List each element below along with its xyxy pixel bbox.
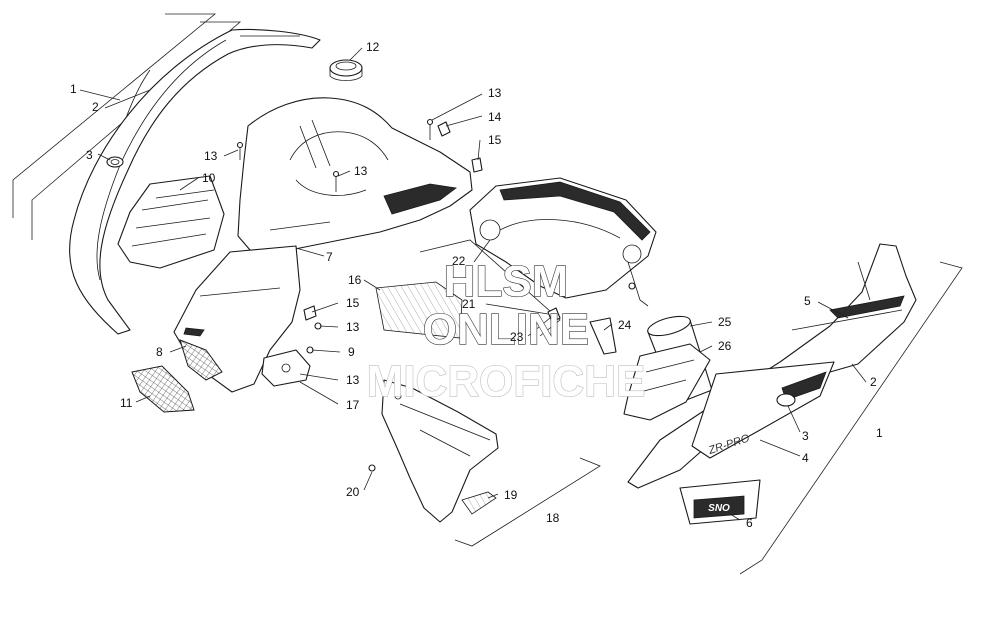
callout-15: 15 xyxy=(488,133,502,147)
mounting-bracket xyxy=(261,349,311,387)
left-panel-fastener xyxy=(106,156,124,168)
callout-9: 9 xyxy=(348,345,355,359)
callout-11: 11 xyxy=(120,396,133,410)
right-panel-stripe-decal: ZR-PRO xyxy=(691,361,835,459)
callout-12: 12 xyxy=(366,40,380,54)
left-side-panel[interactable] xyxy=(69,28,321,335)
badge-text: SNO xyxy=(708,503,730,514)
callout-7: 7 xyxy=(326,250,333,264)
callout-14: 14 xyxy=(488,110,502,124)
callout-13: 13 xyxy=(346,373,360,387)
callout-23: 23 xyxy=(510,330,524,344)
lower-grille xyxy=(131,365,195,413)
group-bracket-right-panel xyxy=(739,261,963,575)
callout-18: 18 xyxy=(546,511,560,525)
clip-upper xyxy=(437,121,451,137)
callout-17: 17 xyxy=(346,398,360,412)
screw-upper-2 xyxy=(426,118,434,140)
console-bracket xyxy=(589,317,617,355)
front-nose-panel[interactable] xyxy=(173,245,301,393)
leader-lines xyxy=(79,47,867,521)
callout-13: 13 xyxy=(204,149,218,163)
callout-26: 26 xyxy=(718,339,732,353)
group-bracket-console xyxy=(419,239,561,337)
callout-8: 8 xyxy=(156,345,163,359)
console-tray[interactable] xyxy=(469,177,657,299)
callout-1: 1 xyxy=(876,426,883,440)
watermark-line-3: MICROFICHE xyxy=(367,357,646,406)
watermark-line-2: ONLINE xyxy=(423,305,589,354)
callout-13: 13 xyxy=(346,320,360,334)
group-bracket-nose xyxy=(454,457,601,547)
callout-24: 24 xyxy=(618,318,632,332)
screw-nose xyxy=(368,464,376,472)
screw-upper-1 xyxy=(236,141,244,160)
callout-6: 6 xyxy=(746,516,753,530)
callout-3: 3 xyxy=(802,429,809,443)
callout-21: 21 xyxy=(462,297,476,311)
fuel-cap-grommet xyxy=(329,59,363,81)
right-panel-fastener xyxy=(776,393,796,407)
watermark: HLSM ONLINE MICROFICHE xyxy=(366,256,646,406)
clip-upper-right xyxy=(471,157,483,173)
storage-cover[interactable] xyxy=(623,343,711,421)
upper-hood[interactable] xyxy=(237,97,473,253)
callout-13: 13 xyxy=(354,164,368,178)
callout-3: 3 xyxy=(86,148,93,162)
headlight-lens xyxy=(375,281,463,339)
callout-19: 19 xyxy=(504,488,518,502)
callout-25: 25 xyxy=(718,315,732,329)
clip-lower xyxy=(303,305,317,321)
callout-22: 22 xyxy=(452,254,466,268)
clip-console xyxy=(547,307,561,323)
callout-10: 10 xyxy=(202,171,216,185)
callout-16: 16 xyxy=(348,273,362,287)
screw-upper-3 xyxy=(332,170,340,192)
wire-harness-strap xyxy=(627,261,649,307)
callout-1: 1 xyxy=(70,82,77,96)
nose-bracket[interactable] xyxy=(381,379,499,523)
callout-15: 15 xyxy=(346,296,360,310)
callout-13: 13 xyxy=(488,86,502,100)
watermark-line-1: HLSM xyxy=(444,257,569,306)
callout-labels: 1 2 3 10 12 13 13 13 14 15 7 16 15 13 8 … xyxy=(70,40,883,530)
nose-cap xyxy=(461,491,497,515)
callout-4: 4 xyxy=(802,451,809,465)
side-vent[interactable] xyxy=(117,175,225,269)
brand-badge: SNO xyxy=(693,495,745,519)
callout-5: 5 xyxy=(804,294,811,308)
callout-2: 2 xyxy=(92,100,99,114)
callout-20: 20 xyxy=(346,485,360,499)
callout-2: 2 xyxy=(870,375,877,389)
